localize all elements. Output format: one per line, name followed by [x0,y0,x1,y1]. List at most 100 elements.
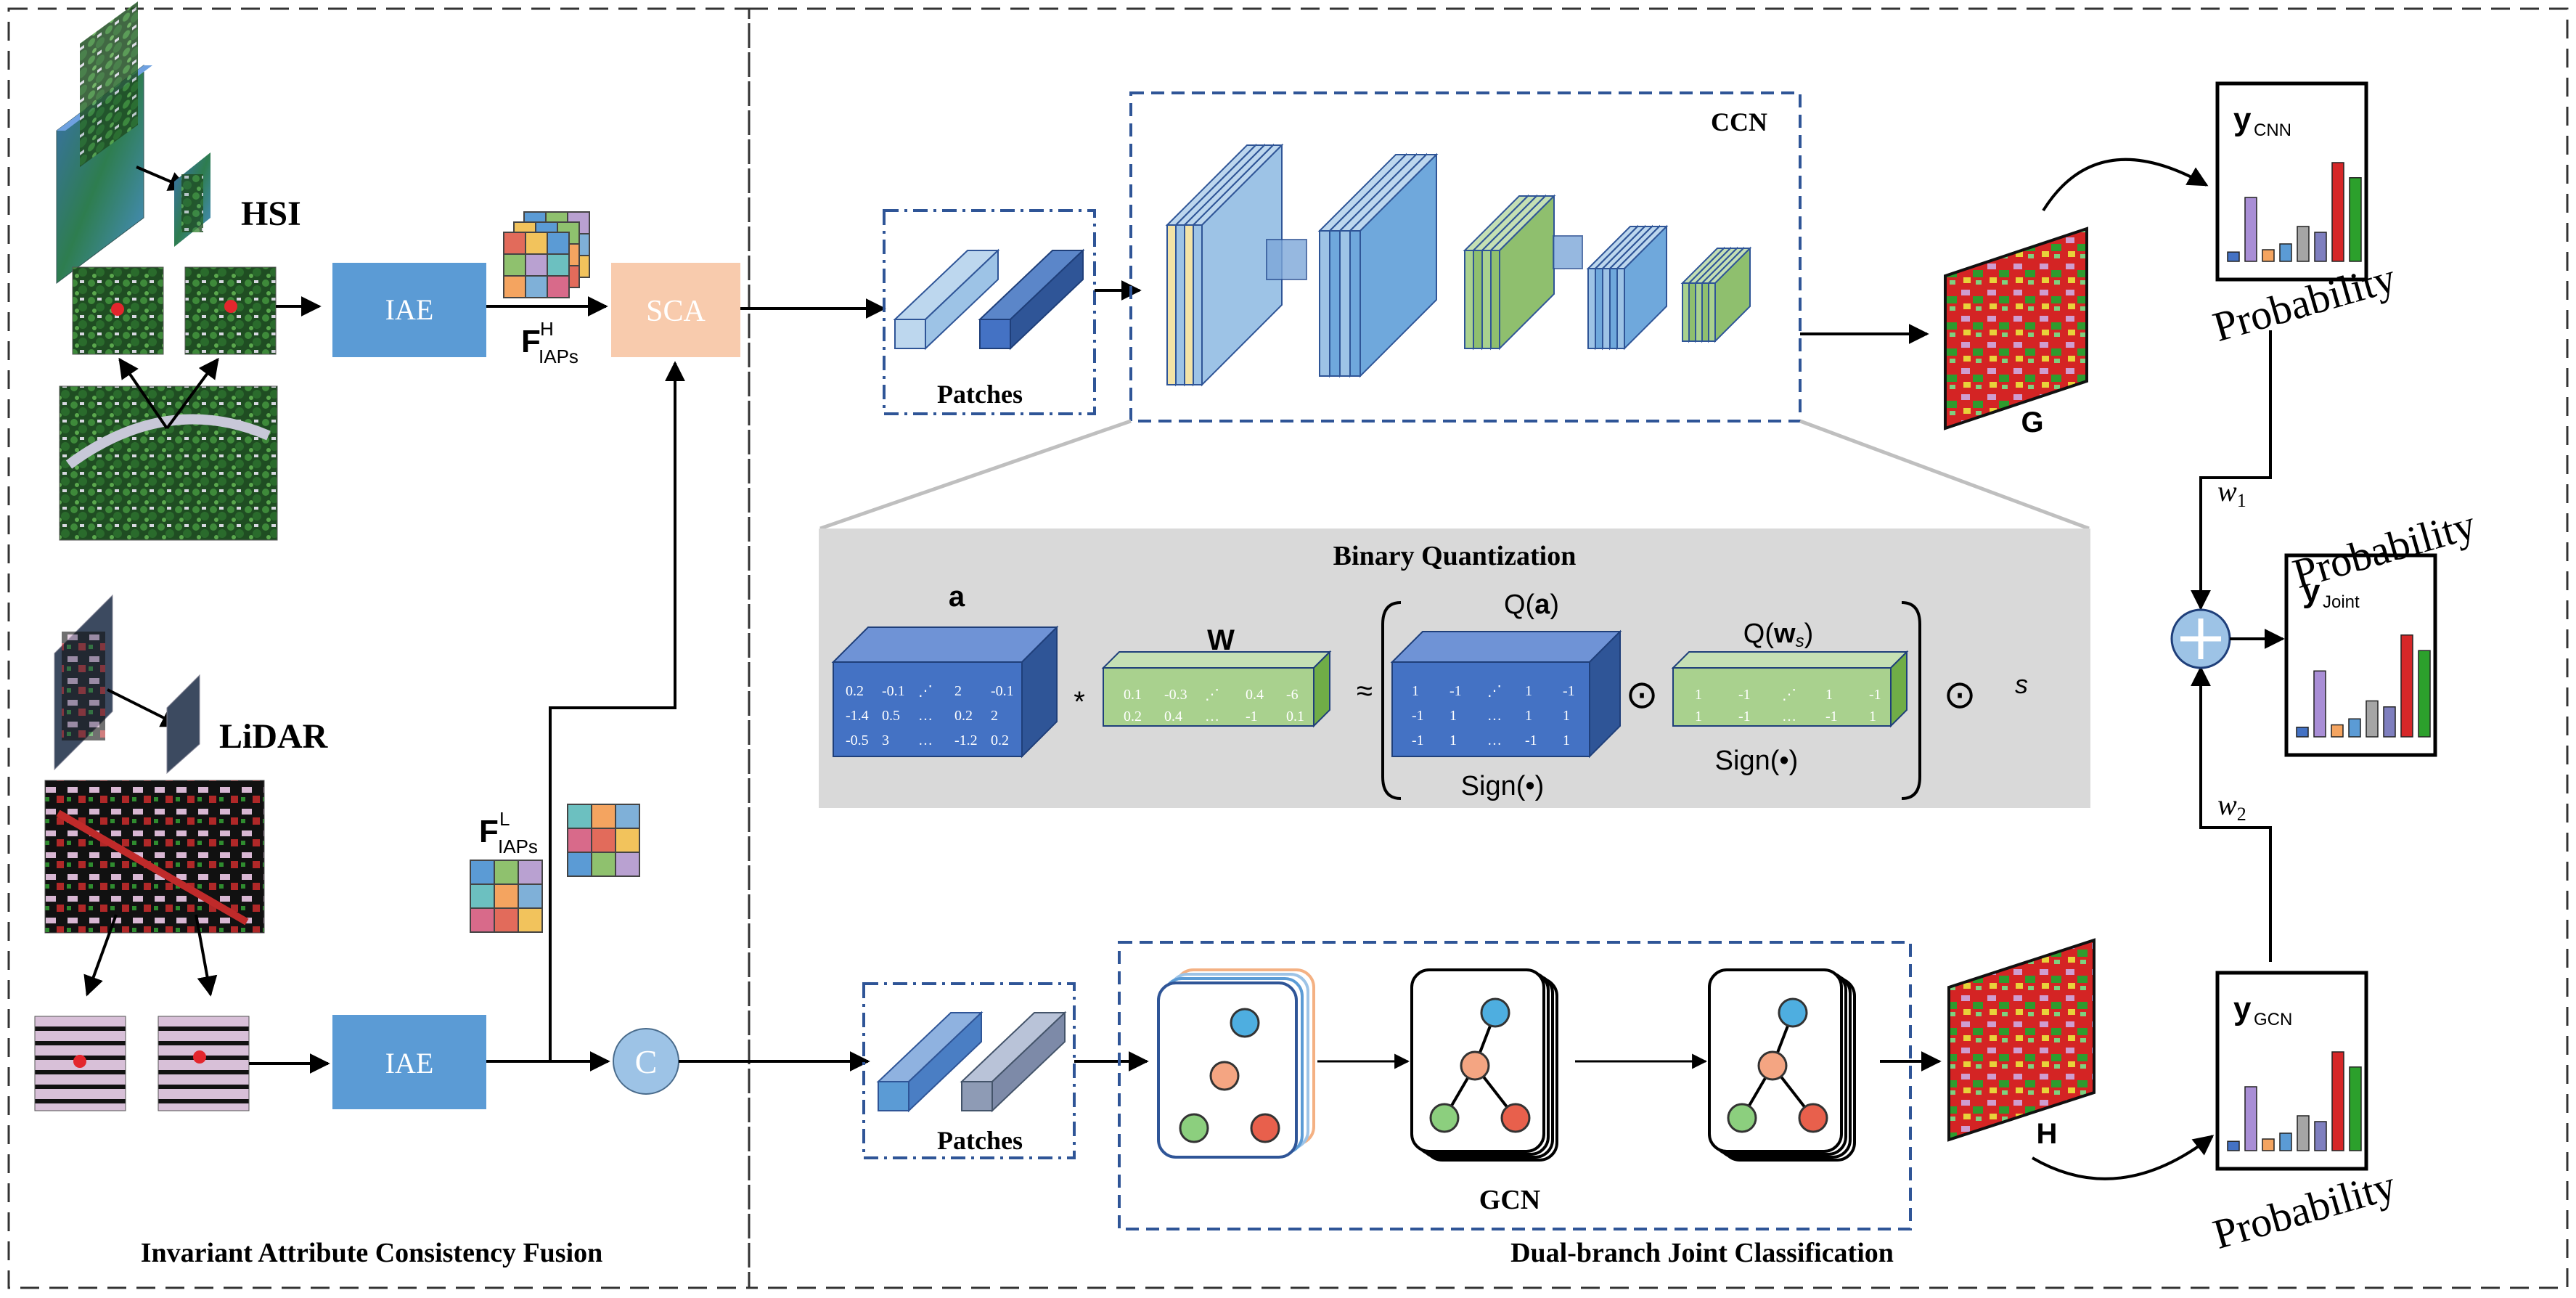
feature-grid-cell [470,860,495,885]
zoom-line-left [819,419,1132,531]
ccn-layer-front [1184,224,1194,385]
patches-bottom-box [862,982,1076,1159]
quant-qa-cell: -1 [1449,683,1462,699]
quant-a-cell: 0.2 [846,683,864,699]
quant-qw-cell: -1 [1825,709,1838,724]
prob-panel-cnn-sub: CNN [2254,121,2291,140]
feature-grid-cell [615,828,640,853]
ccn-layer-front [1708,282,1716,342]
right-section-caption: Dual-branch Joint Classification [1510,1238,1894,1268]
quant-a-cell: … [918,732,933,748]
feature-grid-cell [494,883,519,909]
gcn-node [1757,1050,1788,1081]
qw-label-suffix: ) [1804,619,1814,649]
feature-grid-cell [547,232,570,255]
ccn-layer-front [1329,230,1341,377]
gcn-node [1460,1050,1490,1081]
quant-w-cell: 0.4 [1164,709,1182,724]
quant-w-cell: 0.4 [1246,687,1264,703]
prob-panel-joint-bar [2400,634,2413,738]
ccn-layer-front [1602,268,1611,349]
gcn-prob-label: Probability [2208,1161,2401,1258]
prob-panel-gcn-y: y [2233,991,2252,1026]
feature-grid-cell [547,253,570,277]
map-g [1944,226,2088,430]
scene-arrow-1 [118,357,168,430]
bracket-left [1381,601,1402,800]
quant-qw-cell: 1 [1695,687,1702,703]
prob-panel-joint-bar [2383,706,2396,738]
ccn-layer-front [1319,230,1330,377]
prob-panel-cnn-bar [2331,162,2344,262]
prob-panel-cnn-bar [2314,232,2327,262]
quant-a-cell: … [918,708,933,724]
lidar-patch-1 [34,1016,126,1111]
prob-panel-joint-bar [2348,718,2361,738]
quant-a-cell: 0.2 [991,732,1009,748]
quant-w-cell: -6 [1286,687,1299,703]
prob-panel-gcn-bar [2279,1132,2292,1151]
quant-qa-cell: 1 [1449,708,1457,724]
prob-panel-gcn-bar [2262,1138,2275,1151]
hsi-patch-1 [72,266,164,355]
ccn-layer-front [1688,282,1696,342]
f-h-sup: H [540,318,554,340]
quant-a-cell: 0.5 [882,708,900,724]
quant-a-cell: 2 [954,683,962,699]
lidar-to-sca-arrow [549,361,685,1061]
f-h-sub: IAPs [539,346,578,367]
feature-grid-cell [591,804,616,829]
ccn-layer-front [1609,268,1618,349]
h-to-gcn-arrow [2031,1135,2215,1180]
ccn-layer-front [1473,250,1483,349]
qw-label-bold: w [1773,619,1796,649]
concat-label: C [635,1043,658,1080]
quant-w-cell: … [1205,709,1219,724]
f-l-main: F [479,814,499,849]
prob-panel-joint-y: y [2302,574,2321,609]
gcn-node [1727,1103,1757,1133]
prob-panel-cnn-bar [2279,243,2292,262]
ccn-layer-front [1464,250,1474,349]
f-h-label: F H IAPs [521,318,578,367]
qw-label-sub: s [1796,632,1804,651]
patch-cube-dark-top [978,248,1085,351]
sign-a-label: Sign(•) [1461,771,1545,801]
quant-qw-cell: … [1782,709,1796,724]
feature-grid-cell [494,907,519,933]
feature-grid-hsi [503,211,590,298]
gcn-node [1778,997,1808,1028]
quant-a-cell: 0.2 [954,708,973,724]
ccn-kernel [1266,239,1307,280]
feature-grid-cell [470,907,495,933]
feature-grid-cell [518,883,543,909]
prob-panel-gcn-bar [2227,1140,2240,1151]
feature-grid-cell [494,860,519,885]
f-h-main: F [521,324,541,359]
ccn-layers [1165,143,1752,387]
quant-cube-a-top [831,626,1059,663]
ccn-layer-front [1595,268,1603,349]
quant-cube-qa-front [1391,661,1590,757]
prob-panel-joint-bar [2366,700,2379,738]
prob-panel-cnn-bar [2349,177,2362,262]
qa-label-prefix: Q( [1504,589,1535,620]
feature-grid-cell [470,883,495,909]
lidar-cube-large [54,594,113,771]
hsi-scene-image [59,385,278,541]
iae-bottom-label: IAE [385,1047,434,1079]
iae-top-box [332,263,486,357]
hsi-scene-road [65,414,271,469]
quant-star: * [1074,686,1085,718]
scene-arrow-2 [165,357,219,430]
patches-top-label: Patches [937,380,1023,409]
quant-cube-qw-front [1672,667,1892,727]
hsi-label: HSI [241,195,301,233]
lidar-scene-detail [56,809,249,926]
quant-qa-cell: -1 [1563,683,1575,699]
feature-grid-cell [503,275,526,298]
ccn-layer-front [1682,282,1690,342]
hsi-patch-2 [184,266,277,355]
ccn-label: CCN [1711,107,1767,136]
